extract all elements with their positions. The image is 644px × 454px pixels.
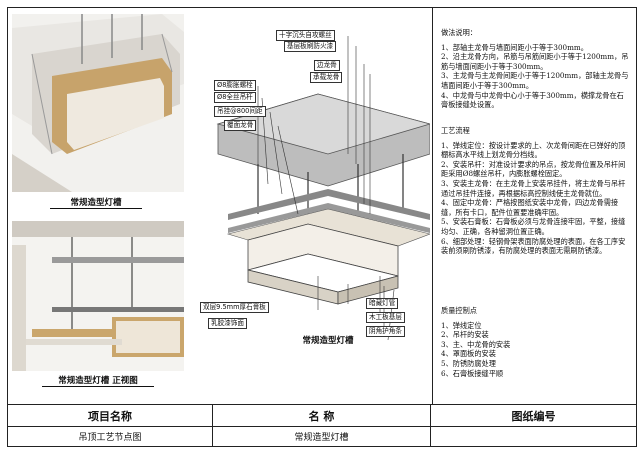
drawing-area: 常规造型灯槽 常规造型灯槽 正视图 (8, 8, 433, 404)
notes-process-item: 6、细部处理：轻钢骨架表面防腐处理的表面，在各工序安装前须刷防锈漆，有防腐处理的… (441, 236, 626, 256)
notes-method-item: 2、沿主龙骨方向，吊筋与吊筋间距小于等于1200mm，吊筋与墙面间距小于等于30… (441, 52, 629, 71)
caption-bottom-left: 常规造型灯槽 正视图 (42, 374, 154, 387)
label-edge-keel: 边龙骨 (314, 60, 340, 71)
notes-process: 工艺流程 1、弹线定位：按设计要求的上、次龙骨间距在已弹好的顶棚标高水平线上划龙… (441, 126, 629, 256)
label-countersunk-screw: 十字沉头自攻螺丝 (276, 30, 335, 41)
drawing-sheet: 常规造型灯槽 常规造型灯槽 正视图 (7, 7, 637, 447)
project-name-header: 项目名称 (8, 405, 212, 427)
notes-process-item: 3、安装主龙骨：在主龙骨上安装吊挂件，将主龙骨与吊杆通过吊挂件连接，再根据标高控… (441, 178, 626, 198)
label-base-board-fireproof: 基层板刷防火漆 (284, 41, 337, 52)
title-block: 项目名称 吊顶工艺节点图 名 称 常规造型灯槽 图纸编号 (8, 404, 636, 447)
main-isometric-drawing (216, 36, 430, 341)
title-cell-name: 名 称 常规造型灯槽 (213, 405, 431, 447)
title-cell-project: 项目名称 吊顶工艺节点图 (8, 405, 213, 447)
notes-process-item: 2、安装吊杆：对准设计要求的吊点，按龙骨位置及吊杆间距采用Ø8螺丝吊杆，内膨胀螺… (441, 159, 626, 179)
label-hidden-light: 暗藏灯管 (366, 298, 399, 309)
notes-method-item: 4、中龙骨与中龙骨中心小于等于300mm，横撑龙骨在石膏板接缝处设置。 (441, 90, 624, 110)
drawing-number-header: 图纸编号 (431, 405, 636, 427)
notes-quality-item: 3、主、中龙骨的安装 (441, 339, 511, 349)
label-bearing-keel: 承载龙骨 (310, 72, 343, 83)
notes-quality-item: 5、防锈防腐处理 (441, 358, 496, 368)
notes-method-item: 1、部轴主龙骨与墙面间距小于等于300mm。 (441, 42, 588, 52)
notes-process-item: 4、固定中龙骨：严格按图纸安装中龙骨，四边龙骨需接缝，所有卡口，配件位置要准确牢… (441, 198, 619, 217)
caption-main: 常规造型灯槽 (302, 336, 354, 346)
label-threaded-rod: Ø8全丝吊杆 (214, 92, 256, 103)
render-top-left (12, 14, 184, 192)
caption-top-left: 常规造型灯槽 (50, 196, 142, 209)
label-hanger-spacing: 吊挂@800间距 (214, 106, 266, 117)
drawing-number-value (431, 426, 636, 447)
drawing-name-header: 名 称 (213, 405, 430, 427)
label-latex-paint: 乳胶漆饰面 (208, 318, 247, 329)
notes-quality-item: 1、弹线定位 (441, 320, 482, 330)
label-expansion-bolt: Ø8膨胀螺栓 (214, 80, 256, 91)
notes-process-item: 5、安装石膏板：石膏板必须与龙骨连接牢固，平整，接缝均匀、正确，各种留洞位置正确… (441, 217, 626, 236)
label-gypsum-board: 双层9.5mm厚石膏板 (200, 302, 269, 313)
notes-quality-title: 质量控制点 (441, 306, 477, 315)
label-cover-keel: 覆面龙骨 (224, 120, 257, 131)
notes-method-item: 3、主龙骨与主龙骨间距小于等于1200mm，部轴主龙骨与墙面间距小于等于300m… (441, 71, 629, 90)
notes-quality-item: 2、吊杆的安装 (441, 330, 489, 340)
label-corner-guard: 阴角护角条 (366, 326, 405, 337)
notes-method: 做法说明： 1、部轴主龙骨与墙面间距小于等于300mm。 2、沿主龙骨方向，吊筋… (441, 28, 629, 110)
notes-method-title: 做法说明： (441, 28, 477, 37)
title-cell-number: 图纸编号 (431, 405, 636, 447)
notes-process-title: 工艺流程 (441, 126, 470, 135)
notes-quality-item: 6、石膏板接缝平顺 (441, 368, 504, 378)
notes-quality-item: 4、罩面板的安装 (441, 349, 496, 359)
notes-quality: 质量控制点 1、弹线定位 2、吊杆的安装 3、主、中龙骨的安装 4、罩面板的安装… (441, 306, 629, 378)
project-name-value: 吊顶工艺节点图 (78, 433, 142, 443)
label-plywood-base: 木工板基层 (366, 312, 405, 323)
drawing-name-value: 常规造型灯槽 (294, 433, 349, 443)
render-bottom-left (12, 221, 184, 371)
notes-process-item: 1、弹线定位：按设计要求的上、次龙骨间距在已弹好的顶棚标高水平线上划龙骨分档线。 (441, 140, 626, 160)
construction-notes: 做法说明： 1、部轴主龙骨与墙面间距小于等于300mm。 2、沿主龙骨方向，吊筋… (433, 8, 637, 404)
